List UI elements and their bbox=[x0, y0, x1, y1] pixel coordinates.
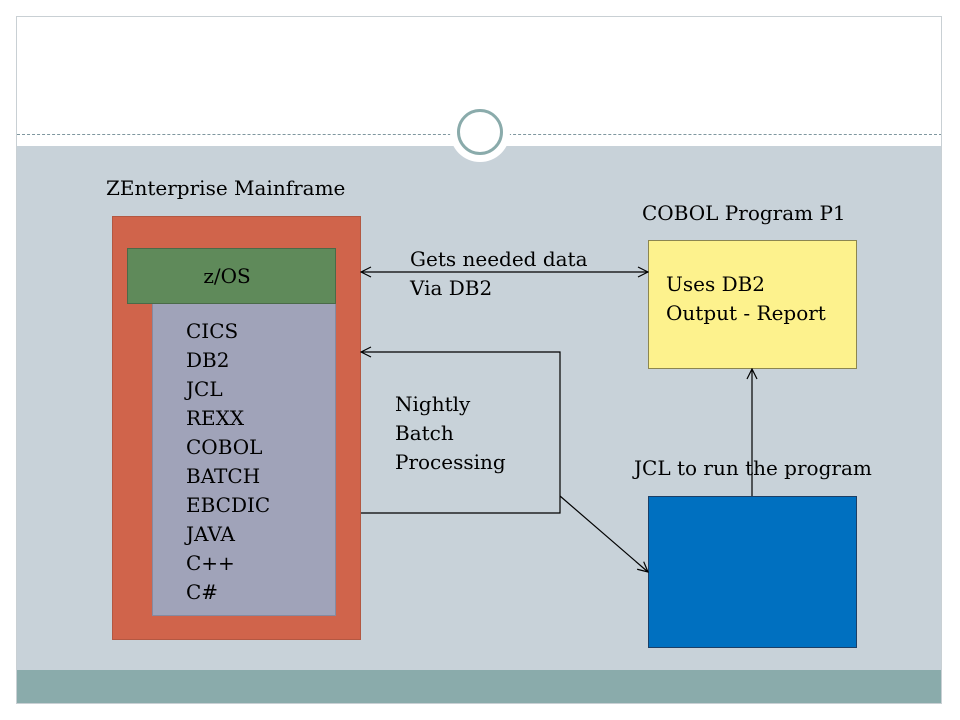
zos-label: z/OS bbox=[203, 264, 251, 288]
slide-frame bbox=[16, 16, 942, 704]
stack-item-jcl: JCL bbox=[186, 377, 223, 401]
batch-return-arrow bbox=[361, 352, 561, 514]
cobol-uses-db2: Uses DB2 bbox=[666, 272, 766, 296]
stack-item-db2: DB2 bbox=[186, 348, 230, 372]
mainframe-title: ZEnterprise Mainframe bbox=[106, 176, 346, 200]
stack-item-cobol: COBOL bbox=[186, 435, 263, 459]
cobol-program-box bbox=[648, 240, 857, 369]
circle-ornament-icon bbox=[457, 109, 503, 155]
software-stack-box bbox=[152, 303, 336, 616]
stack-item-cics: CICS bbox=[186, 319, 239, 343]
batch-processing-label: Nightly Batch Processing bbox=[395, 390, 506, 477]
batch-line-3: Processing bbox=[395, 450, 506, 474]
jcl-box bbox=[648, 496, 857, 648]
stack-item-rexx: REXX bbox=[186, 406, 245, 430]
stack-item-batch: BATCH bbox=[186, 464, 261, 488]
footer-bar bbox=[17, 670, 942, 704]
batch-line-1: Nightly bbox=[395, 392, 471, 416]
stack-item-cpp: C++ bbox=[186, 551, 235, 575]
software-stack-list: CICS DB2 JCL REXX COBOL BATCH EBCDIC JAV… bbox=[186, 317, 270, 607]
cobol-output-report: Output - Report bbox=[666, 301, 826, 325]
batch-line-2: Batch bbox=[395, 421, 454, 445]
cobol-program-description: Uses DB2 Output - Report bbox=[666, 270, 826, 328]
stack-item-ebcdic: EBCDIC bbox=[186, 493, 271, 517]
jcl-title: JCL to run the program bbox=[634, 456, 872, 480]
batch-to-jcl-arrow bbox=[559, 495, 648, 572]
stack-item-java: JAVA bbox=[186, 522, 235, 546]
cobol-program-title: COBOL Program P1 bbox=[642, 201, 846, 225]
data-link-line-2: Via DB2 bbox=[410, 276, 493, 300]
zos-box bbox=[127, 248, 336, 304]
stack-item-csharp: C# bbox=[186, 580, 219, 604]
